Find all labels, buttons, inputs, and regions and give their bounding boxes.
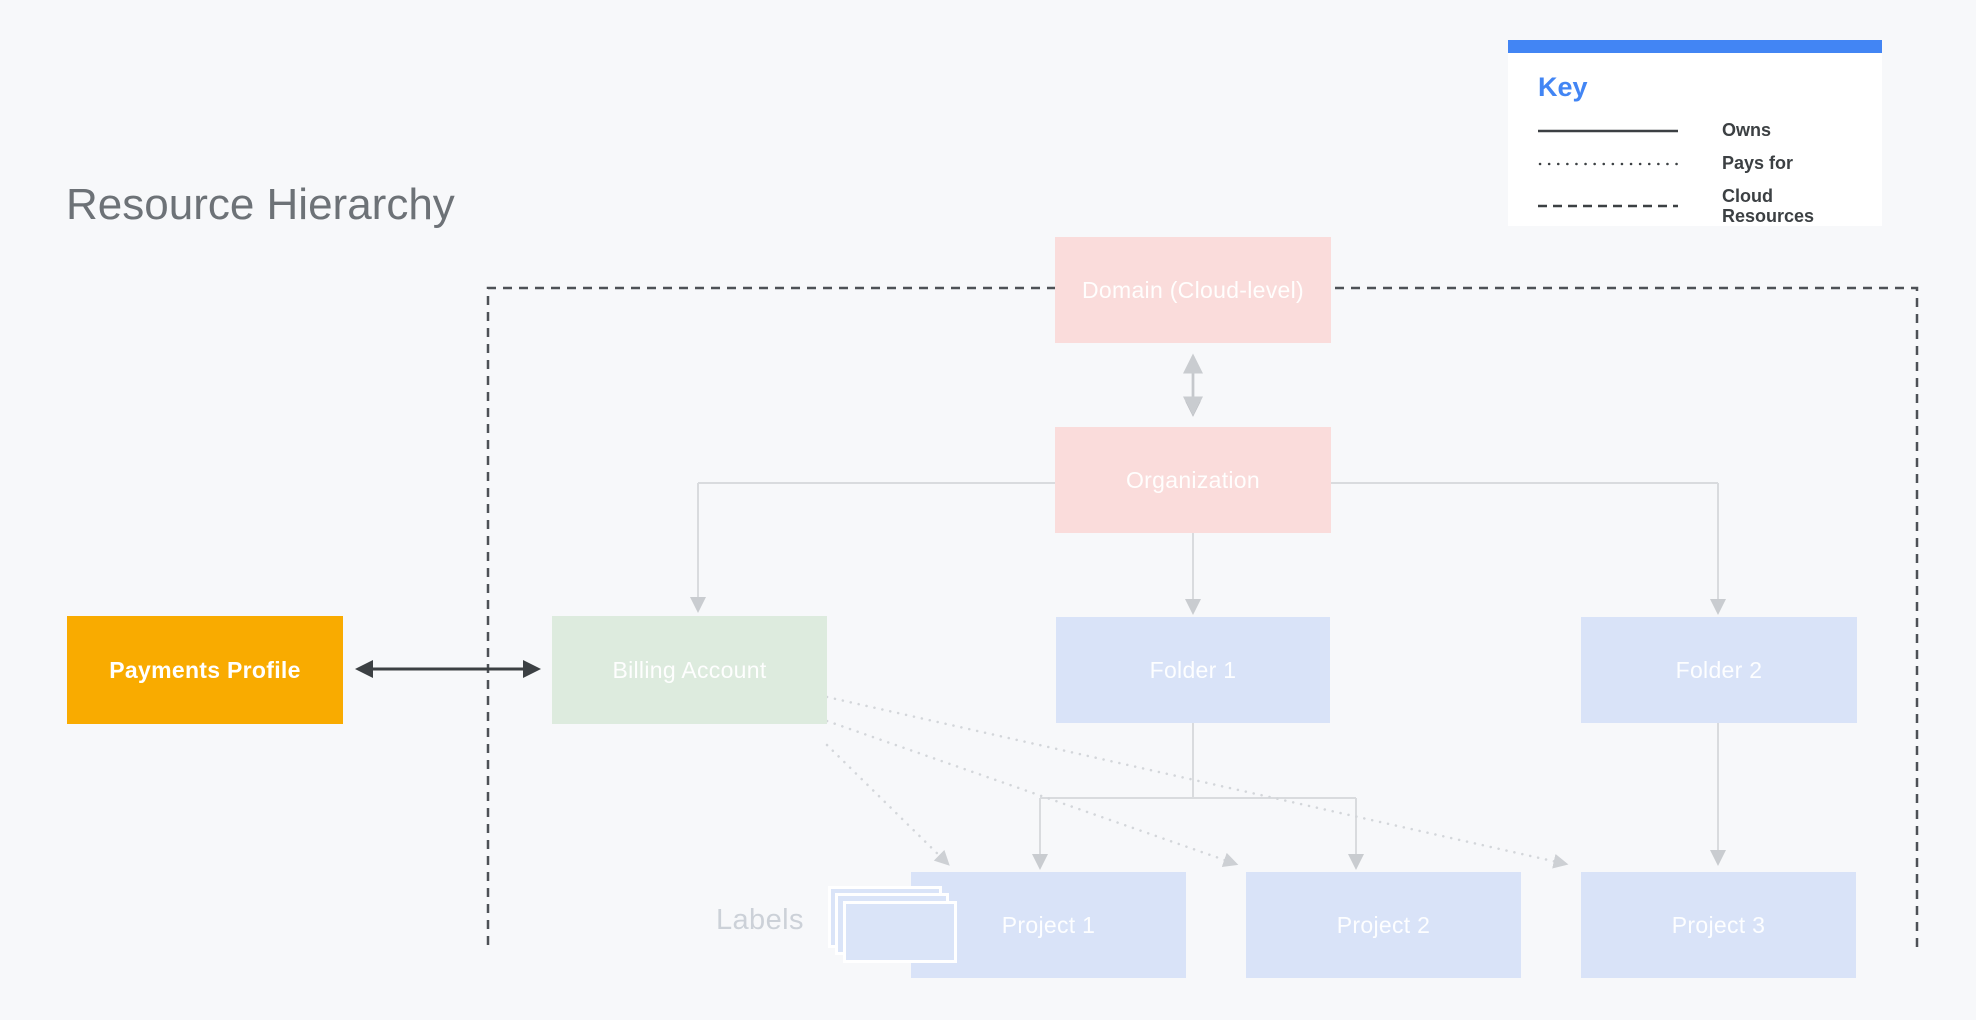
- page-title: Resource Hierarchy: [66, 180, 455, 229]
- labels-stack-icon: [828, 886, 963, 966]
- node-project-1-label: Project 1: [1001, 911, 1096, 938]
- folder1-branch-rail: [1040, 723, 1356, 799]
- node-folder-2-label: Folder 2: [1675, 656, 1763, 683]
- key-label-owns: Owns: [1722, 120, 1772, 141]
- key-title: Key: [1538, 72, 1588, 102]
- node-project-3: Project 3: [1581, 872, 1856, 978]
- node-payments-profile-label: Payments Profile: [109, 656, 301, 683]
- labels-caption: Labels: [716, 904, 804, 936]
- node-folder-2: Folder 2: [1581, 617, 1857, 723]
- node-project-2: Project 2: [1246, 872, 1521, 978]
- key-row-cloud-resources: Cloud Resources: [1538, 180, 1868, 232]
- node-project-3-label: Project 3: [1671, 911, 1766, 938]
- key-row-pays-for: Pays for: [1538, 147, 1868, 180]
- node-domain: Domain (Cloud-level): [1055, 237, 1331, 343]
- dotted-line-sample: [1538, 162, 1678, 165]
- node-billing-account-label: Billing Account: [612, 656, 767, 683]
- label-card-front: [843, 901, 957, 963]
- key-accent-bar: [1508, 40, 1882, 53]
- billing-pays-for-project2-dotted-arrow: [825, 719, 1239, 867]
- node-payments-profile: Payments Profile: [67, 616, 343, 724]
- key-row-owns: Owns: [1538, 114, 1868, 147]
- key-label-pays-for: Pays for: [1722, 153, 1794, 174]
- dashed-line-sample: [1538, 204, 1678, 208]
- node-folder-1: Folder 1: [1056, 617, 1330, 723]
- billing-pays-for-project3-dotted-arrow: [825, 695, 1569, 869]
- solid-line-sample: [1538, 129, 1678, 132]
- key-legend: Key Owns Pays for Cloud Resources: [1508, 40, 1882, 226]
- node-organization: Organization: [1055, 427, 1331, 533]
- key-label-cloud-resources: Cloud Resources: [1722, 185, 1815, 226]
- node-folder-1-label: Folder 1: [1149, 656, 1237, 683]
- node-domain-label: Domain (Cloud-level): [1081, 276, 1305, 303]
- node-project-2-label: Project 2: [1336, 911, 1431, 938]
- cloud-resources-dashed-boundary: [486, 286, 1919, 950]
- key-rows: Owns Pays for Cloud Resources: [1538, 114, 1868, 232]
- billing-pays-for-project1-dotted-arrow: [825, 743, 950, 866]
- node-billing-account: Billing Account: [552, 616, 827, 724]
- node-organization-label: Organization: [1125, 466, 1260, 493]
